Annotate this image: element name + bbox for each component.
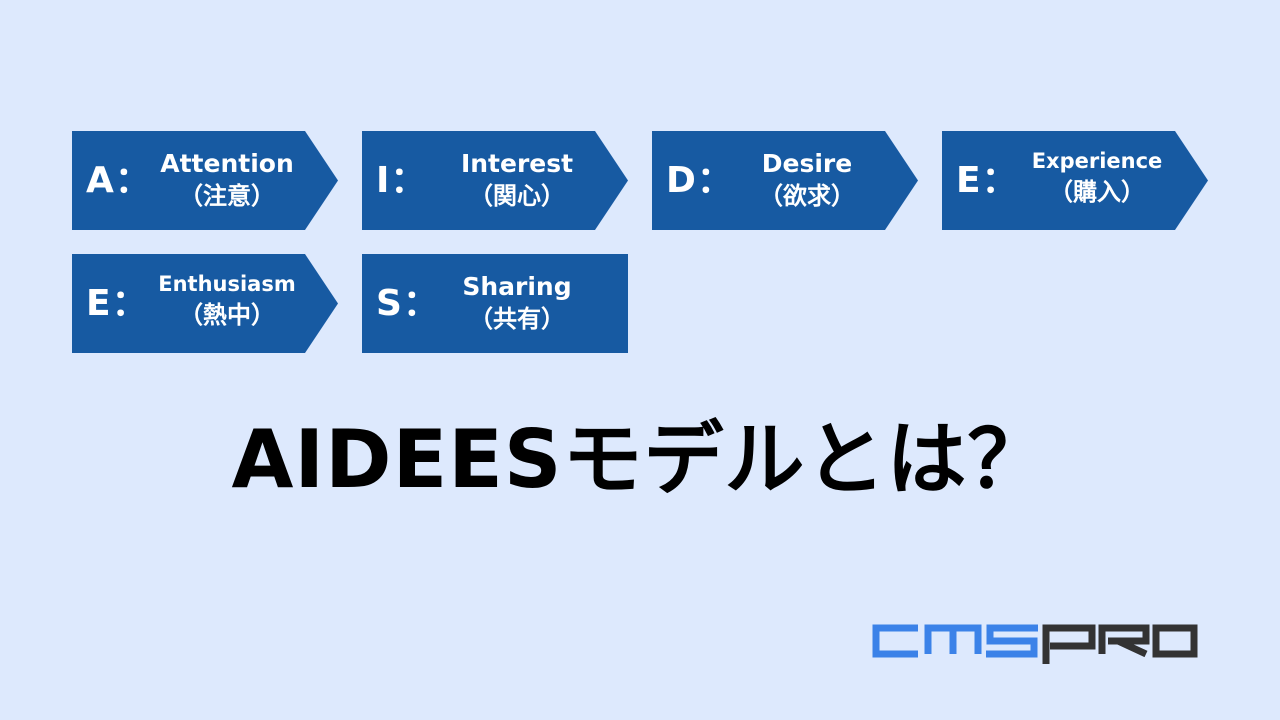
step-english-label: Desire (761, 149, 853, 178)
cmspro-logo-mark (872, 624, 1198, 664)
step-attention: A： Attention （注意） (72, 131, 338, 230)
step-japanese-label: （関心） (469, 182, 565, 210)
step-text: Desire （欲求） (732, 147, 882, 213)
step-text: Attention （注意） (152, 147, 302, 213)
step-experience: E： Experience （購入） (942, 131, 1208, 230)
step-letter: D： (666, 160, 734, 201)
step-japanese-label: （欲求） (759, 182, 855, 210)
step-english-label: Enthusiasm (158, 272, 296, 296)
step-text: Sharing （共有） (442, 270, 592, 336)
step-english-label: Experience (1031, 149, 1163, 173)
cmspro-logo (870, 620, 1200, 670)
step-japanese-label: （購入） (1049, 178, 1145, 206)
step-letter: E： (86, 283, 149, 324)
step-sharing: S： Sharing （共有） (362, 254, 628, 353)
step-enthusiasm: E： Enthusiasm （熱中） (72, 254, 338, 353)
step-desire: D： Desire （欲求） (652, 131, 918, 230)
step-japanese-label: （熱中） (179, 301, 275, 329)
step-letter: S： (376, 283, 440, 324)
step-japanese-label: （注意） (179, 182, 275, 210)
step-letter: I： (376, 160, 428, 201)
step-japanese-label: （共有） (469, 305, 565, 333)
step-text: Interest （関心） (442, 147, 592, 213)
step-interest: I： Interest （関心） (362, 131, 628, 230)
page-title: AIDEESモデルとは？ (231, 413, 1049, 506)
step-english-label: Sharing (462, 272, 572, 301)
step-letter: A： (86, 160, 152, 201)
step-english-label: Attention (160, 149, 294, 178)
step-text: Enthusiasm （熱中） (152, 270, 302, 332)
step-english-label: Interest (460, 149, 574, 178)
step-letter: E： (956, 160, 1019, 201)
step-text: Experience （購入） (1022, 147, 1172, 209)
